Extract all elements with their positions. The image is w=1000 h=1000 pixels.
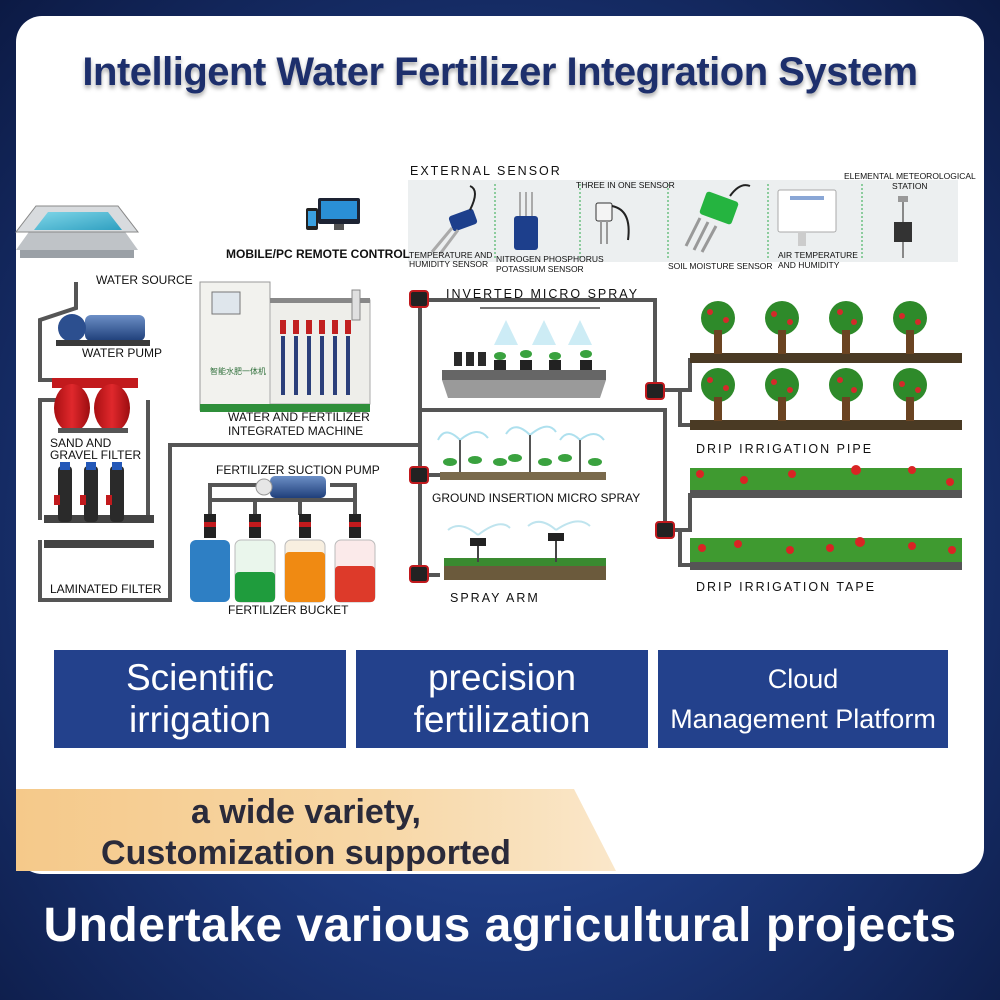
three-in-one-label: THREE IN ONE SENSOR (576, 180, 675, 190)
promo-ribbon (16, 789, 616, 871)
water-pump-label: WATER PUMP (82, 346, 162, 360)
external-sensor-label: EXTERNAL SENSOR (410, 164, 562, 178)
feature-scientific-line-2: irrigation (129, 699, 271, 740)
suction-pump-icon (255, 476, 326, 498)
soil-moisture-label: SOIL MOISTURE SENSOR (668, 261, 773, 271)
bottom-tagline: Undertake various agricultural projects (43, 899, 957, 952)
drip-pipe-label: DRIP IRRIGATION PIPE (696, 442, 874, 456)
air-temp-label-1: AIR TEMPERATURE (778, 250, 858, 260)
drip-tape-label: DRIP IRRIGATION TAPE (696, 580, 877, 594)
air-temperature-sensor-icon (777, 189, 837, 246)
sand-filter-label-2: GRAVEL FILTER (50, 448, 142, 462)
feature-precision-fertilization: precision fertilization (356, 650, 648, 748)
drip-pipe-scene (690, 301, 962, 430)
machine-label-2: INTEGRATED MACHINE (228, 424, 364, 438)
spray-arm-label: SPRAY ARM (450, 591, 540, 605)
water-source-label: WATER SOURCE (96, 273, 193, 287)
fertilizer-machine-icon (199, 281, 371, 412)
station-label-2: STATION (892, 181, 928, 191)
ground-insertion-label: GROUND INSERTION MICRO SPRAY (432, 491, 641, 505)
spray-arm-scene (444, 520, 606, 580)
feature-cloud-line-2: Management Platform (670, 704, 936, 734)
promo-line-1: a wide variety, (191, 793, 421, 831)
valve-icons (409, 290, 675, 583)
promo-line-2: Customization supported (101, 834, 511, 872)
promo-text: a wide variety, Customization supported (36, 792, 576, 874)
station-label-1: ELEMENTAL METEOROLOGICAL (844, 171, 976, 181)
suction-pump-label: FERTILIZER SUCTION PUMP (216, 463, 380, 477)
soil-moisture-sensor-icon (684, 184, 751, 253)
npk-sensor-icon (514, 192, 538, 250)
sand-filter-label-1: SAND AND (50, 436, 112, 450)
npk-label-2: POTASSIUM SENSOR (496, 264, 584, 274)
fertilizer-bucket-icons (190, 514, 376, 603)
fertilizer-bucket-label: FERTILIZER BUCKET (228, 603, 349, 617)
feature-scientific-line-1: Scientific (125, 657, 275, 698)
temp-humidity-label-1: TEMPERATURE AND (409, 250, 493, 260)
feature-cloud-line-1: Cloud (767, 664, 839, 694)
sensor-strip (408, 180, 958, 262)
machine-label-1: WATER AND FERTILIZER (228, 410, 370, 424)
npk-label-1: NITROGEN PHOSPHORUS (496, 254, 604, 264)
sand-filter-icon (52, 378, 138, 433)
inverted-micro-spray-scene (442, 307, 606, 398)
temp-humidity-label-2: HUMIDITY SENSOR (409, 259, 489, 269)
machine-panel-text: 智能水肥一体机 (210, 366, 266, 376)
drip-tape-scene (690, 465, 962, 570)
water-pump-icon (56, 314, 150, 346)
ground-insertion-scene (437, 425, 606, 480)
page-title: Intelligent Water Fertilizer Integration… (82, 50, 918, 94)
remote-control-icon (306, 198, 360, 230)
feature-scientific-irrigation: Scientific irrigation (54, 650, 346, 748)
meteorological-station-icon (894, 196, 912, 258)
air-temp-label-2: AND HUMIDITY (778, 260, 840, 270)
inverted-micro-spray-label: INVERTED MICRO SPRAY (446, 287, 640, 301)
feature-cloud-platform: Cloud Management Platform (658, 650, 948, 748)
three-in-one-sensor-icon (595, 202, 630, 244)
feature-precision-line-2: fertilization (413, 699, 591, 740)
temperature-humidity-sensor-icon (430, 185, 478, 255)
water-source-icon (14, 205, 140, 258)
laminated-filter-label: LAMINATED FILTER (50, 582, 162, 596)
remote-control-label: MOBILE/PC REMOTE CONTROL (226, 247, 410, 261)
feature-precision-line-1: precision (427, 657, 577, 698)
laminated-filter-icon (44, 462, 154, 548)
